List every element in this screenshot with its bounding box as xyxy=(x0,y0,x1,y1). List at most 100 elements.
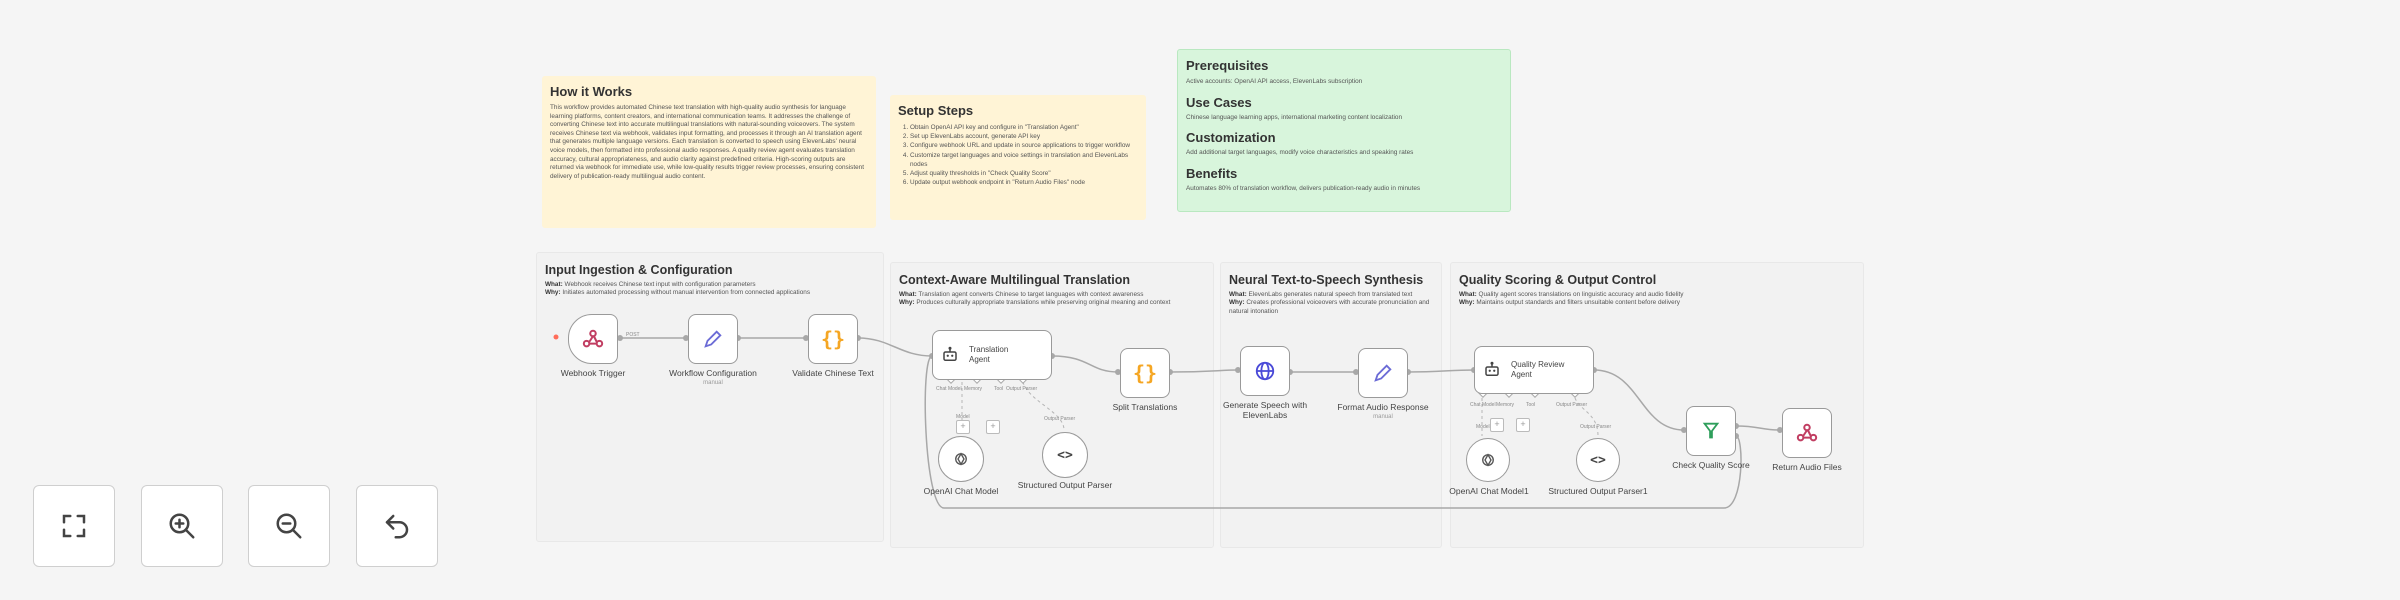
group-why-key: Why: xyxy=(545,289,561,297)
port-label-memory: Memory xyxy=(964,386,983,392)
node-sublabel: manual xyxy=(1373,414,1393,420)
sticky-body: This workflow provides automated Chinese… xyxy=(550,104,864,180)
port-label-tool: Tool xyxy=(994,386,1004,392)
group-why: Why: Maintains output standards and filt… xyxy=(1459,299,1855,307)
group-what-text: ElevenLabs generates natural speech from… xyxy=(1248,291,1413,298)
zoom-out-button[interactable] xyxy=(248,485,330,567)
group-what: What: Webhook receives Chinese text inpu… xyxy=(545,281,875,289)
sticky-setup-steps[interactable]: Setup Steps Obtain OpenAI API key and co… xyxy=(890,95,1146,220)
group-title: Context-Aware Multilingual Translation xyxy=(899,273,1131,287)
node-webhook-trigger[interactable] xyxy=(568,314,618,364)
sticky-prerequisites[interactable]: Prerequisites Active accounts: OpenAI AP… xyxy=(1177,49,1511,212)
group-title: Neural Text-to-Speech Synthesis xyxy=(1229,273,1424,287)
sticky-subtitle: Benefits xyxy=(1186,165,1238,181)
group-what-key: What: xyxy=(545,281,563,288)
code-brackets-icon: <> xyxy=(1057,447,1073,463)
node-check-quality-score[interactable] xyxy=(1686,406,1736,456)
zoom-in-button[interactable] xyxy=(141,485,223,567)
node-label: Generate Speech with ElevenLabs xyxy=(1222,400,1308,420)
undo-icon xyxy=(385,514,409,539)
pencil-icon xyxy=(704,330,722,348)
node-label: Workflow Configuration xyxy=(669,368,757,378)
node-label: OpenAI Chat Model1 xyxy=(1449,486,1529,496)
add-tool-button[interactable]: + xyxy=(986,420,1000,434)
sticky-body: Chinese language learning apps, internat… xyxy=(1186,113,1403,121)
sticky-title: How it Works xyxy=(550,84,633,99)
group-why-key: Why: xyxy=(899,299,915,307)
zoom-to-fit-button[interactable] xyxy=(33,485,115,567)
sticky-subtitle: Customization xyxy=(1186,130,1276,146)
zoom-out-icon xyxy=(276,513,302,539)
node-validate-chinese-text[interactable]: {} xyxy=(808,314,858,364)
port-label-output-parser: Output Parser xyxy=(1556,402,1588,408)
sticky-body: Active accounts: OpenAI API access, Elev… xyxy=(1186,78,1363,85)
node-structured-output-parser[interactable]: <> xyxy=(1042,432,1088,478)
sticky-title: Setup Steps xyxy=(898,103,974,118)
group-title: Input Ingestion & Configuration xyxy=(545,263,733,277)
group-what-text: Quality agent scores translations on lin… xyxy=(1478,291,1684,298)
node-openai-chat-model[interactable] xyxy=(938,436,984,482)
node-structured-output-parser1[interactable]: <> xyxy=(1576,438,1620,482)
setup-steps-list: Obtain OpenAI API key and configure in "… xyxy=(898,123,1138,187)
code-braces-icon: {} xyxy=(820,327,846,351)
node-title: Quality Review Agent xyxy=(1511,360,1565,379)
node-return-audio-files[interactable] xyxy=(1782,408,1832,458)
setup-step: Customize target languages and voice set… xyxy=(910,151,1138,169)
group-why-text: Initiates automated processing without m… xyxy=(562,289,811,297)
port-tag-parser: Output Parser xyxy=(1580,424,1612,430)
add-tool-button[interactable]: + xyxy=(1516,418,1530,432)
group-why: Why: Produces culturally appropriate tra… xyxy=(899,299,1205,307)
group-what-text: Translation agent converts Chinese to ta… xyxy=(918,291,1144,298)
node-openai-chat-model1[interactable] xyxy=(1466,438,1510,482)
group-why: Why: Initiates automated processing with… xyxy=(545,289,875,297)
sticky-subtitle: Use Cases xyxy=(1186,94,1252,110)
group-why-key: Why: xyxy=(1459,299,1475,307)
port-label-memory: Memory xyxy=(1496,402,1515,408)
add-memory-button[interactable]: + xyxy=(1490,418,1504,432)
node-title: Translation Agent xyxy=(969,345,1009,364)
port-tag-model: Model xyxy=(956,414,970,420)
reset-zoom-button[interactable] xyxy=(356,485,438,567)
node-workflow-configuration[interactable] xyxy=(688,314,738,364)
port-label-chat-model: Chat Model xyxy=(1470,402,1496,408)
group-why: Why: Creates professional voiceovers wit… xyxy=(1229,299,1433,316)
node-split-translations[interactable]: {} xyxy=(1120,348,1170,398)
node-label: Structured Output Parser1 xyxy=(1548,486,1648,496)
group-what-key: What: xyxy=(899,291,917,298)
node-quality-review-agent[interactable]: Quality Review Agent xyxy=(1474,346,1594,394)
node-label: Validate Chinese Text xyxy=(792,368,874,378)
group-why-text: Creates professional voiceovers with acc… xyxy=(1229,299,1430,315)
zoom-in-icon xyxy=(169,513,195,539)
node-translation-agent[interactable]: Translation Agent xyxy=(932,330,1052,380)
node-label: OpenAI Chat Model xyxy=(923,486,999,496)
group-input-ingestion[interactable]: Input Ingestion & Configuration What: We… xyxy=(536,252,884,542)
sticky-title: Prerequisites xyxy=(1186,58,1269,73)
webhook-icon xyxy=(1796,423,1818,442)
pencil-icon xyxy=(1374,364,1392,382)
group-what: What: ElevenLabs generates natural speec… xyxy=(1229,291,1433,299)
group-what-key: What: xyxy=(1229,291,1247,298)
node-format-audio-response[interactable] xyxy=(1358,348,1408,398)
globe-icon xyxy=(1255,361,1275,381)
sticky-how-it-works[interactable]: How it Works This workflow provides auto… xyxy=(542,76,876,228)
add-memory-button[interactable]: + xyxy=(956,420,970,434)
code-brackets-icon: <> xyxy=(1590,452,1606,468)
port-label-post: POST xyxy=(626,332,640,338)
node-generate-speech[interactable] xyxy=(1240,346,1290,396)
robot-icon xyxy=(1485,361,1499,376)
fit-view-icon xyxy=(62,514,86,538)
port-tag-model: Model xyxy=(1476,424,1490,430)
openai-icon xyxy=(955,452,967,466)
node-sublabel: manual xyxy=(703,380,723,386)
group-what-text: Webhook receives Chinese text input with… xyxy=(564,281,756,288)
setup-step: Update output webhook endpoint in "Retur… xyxy=(910,178,1138,187)
group-what: What: Translation agent converts Chinese… xyxy=(899,291,1205,299)
group-what-key: What: xyxy=(1459,291,1477,298)
group-why-text: Produces culturally appropriate translat… xyxy=(916,299,1171,307)
setup-step: Adjust quality thresholds in "Check Qual… xyxy=(910,169,1138,178)
node-label: Format Audio Response xyxy=(1337,402,1429,412)
group-why-key: Why: xyxy=(1229,299,1245,307)
group-title: Quality Scoring & Output Control xyxy=(1459,273,1657,287)
node-label: Return Audio Files xyxy=(1772,462,1842,472)
